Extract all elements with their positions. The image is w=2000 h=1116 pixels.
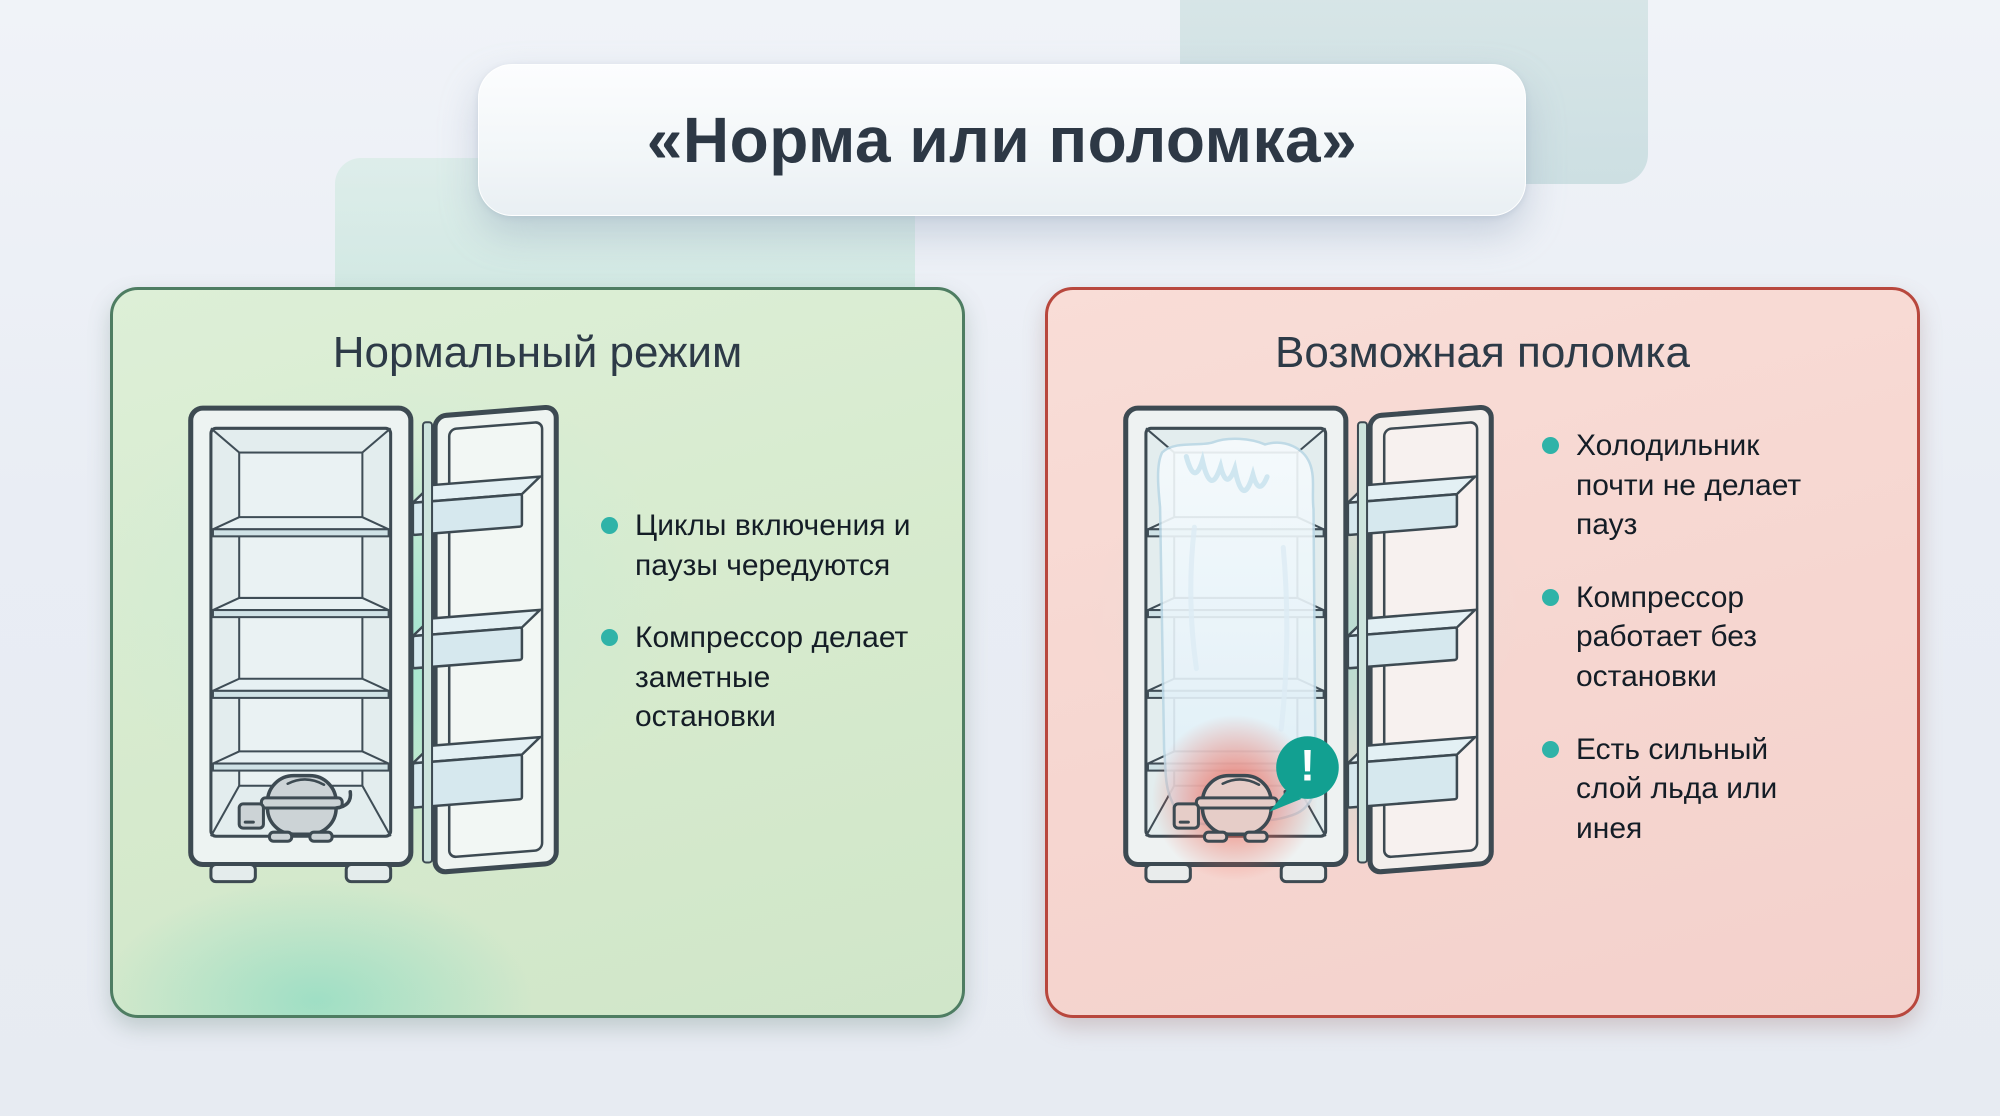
panel-breakdown-heading: Возможная поломка — [1275, 328, 1690, 377]
bullet-item: Холодильник почти не делает пауз — [1542, 426, 1838, 545]
bullet-item: Компрессор делает заметные остановки — [601, 618, 913, 737]
title-card: «Норма или поломка» — [478, 64, 1526, 216]
bullet-item: Циклы включения и паузы чередуются — [601, 506, 913, 585]
normal-bullet-list: Циклы включения и паузы чередуются Компр… — [601, 506, 913, 770]
door-seal — [421, 421, 434, 864]
bullet-item: Компрессор работает без остановки — [1542, 578, 1838, 697]
bullet-dot-icon — [1542, 437, 1559, 454]
panel-normal-body: Циклы включения и паузы чередуются Компр… — [113, 362, 962, 942]
compressor-icon — [1172, 773, 1288, 843]
bullet-item: Есть сильный слой льда или инея — [1542, 730, 1838, 849]
panel-breakdown-body: ! Холодильник почти не делает пауз Компр… — [1048, 362, 1917, 942]
page-title: «Норма или поломка» — [646, 104, 1358, 176]
bullet-text: Холодильник почти не делает пауз — [1576, 429, 1802, 542]
panel-possible-breakdown: Возможная поломка — [1045, 287, 1920, 1018]
bullet-dot-icon — [1542, 740, 1559, 758]
bullet-dot-icon — [601, 517, 618, 534]
svg-text:!: ! — [1300, 742, 1315, 791]
fridge-breakdown-illustration: ! — [1068, 362, 1558, 942]
panel-normal-mode: Нормальный режим — [110, 287, 965, 1018]
compressor-icon — [237, 773, 353, 843]
frozen-fridge-icon: ! — [1123, 404, 1494, 884]
fridge-normal-illustration — [133, 362, 623, 942]
open-fridge-icon — [188, 404, 559, 884]
fridge-door — [1344, 404, 1494, 875]
fridge-door — [409, 404, 559, 875]
bullet-text: Компрессор делает заметные остановки — [635, 621, 909, 734]
warning-icon: ! — [1269, 736, 1339, 812]
panel-normal-heading: Нормальный режим — [332, 328, 743, 377]
door-seal — [1356, 421, 1369, 864]
bullet-text: Компрессор работает без остановки — [1576, 580, 1758, 693]
bullet-text: Циклы включения и паузы чередуются — [635, 509, 911, 582]
door-bins — [1344, 475, 1479, 809]
bullet-text: Есть сильный слой льда или инея — [1576, 732, 1778, 845]
breakdown-bullet-list: Холодильник почти не делает пауз Компрес… — [1542, 426, 1838, 881]
